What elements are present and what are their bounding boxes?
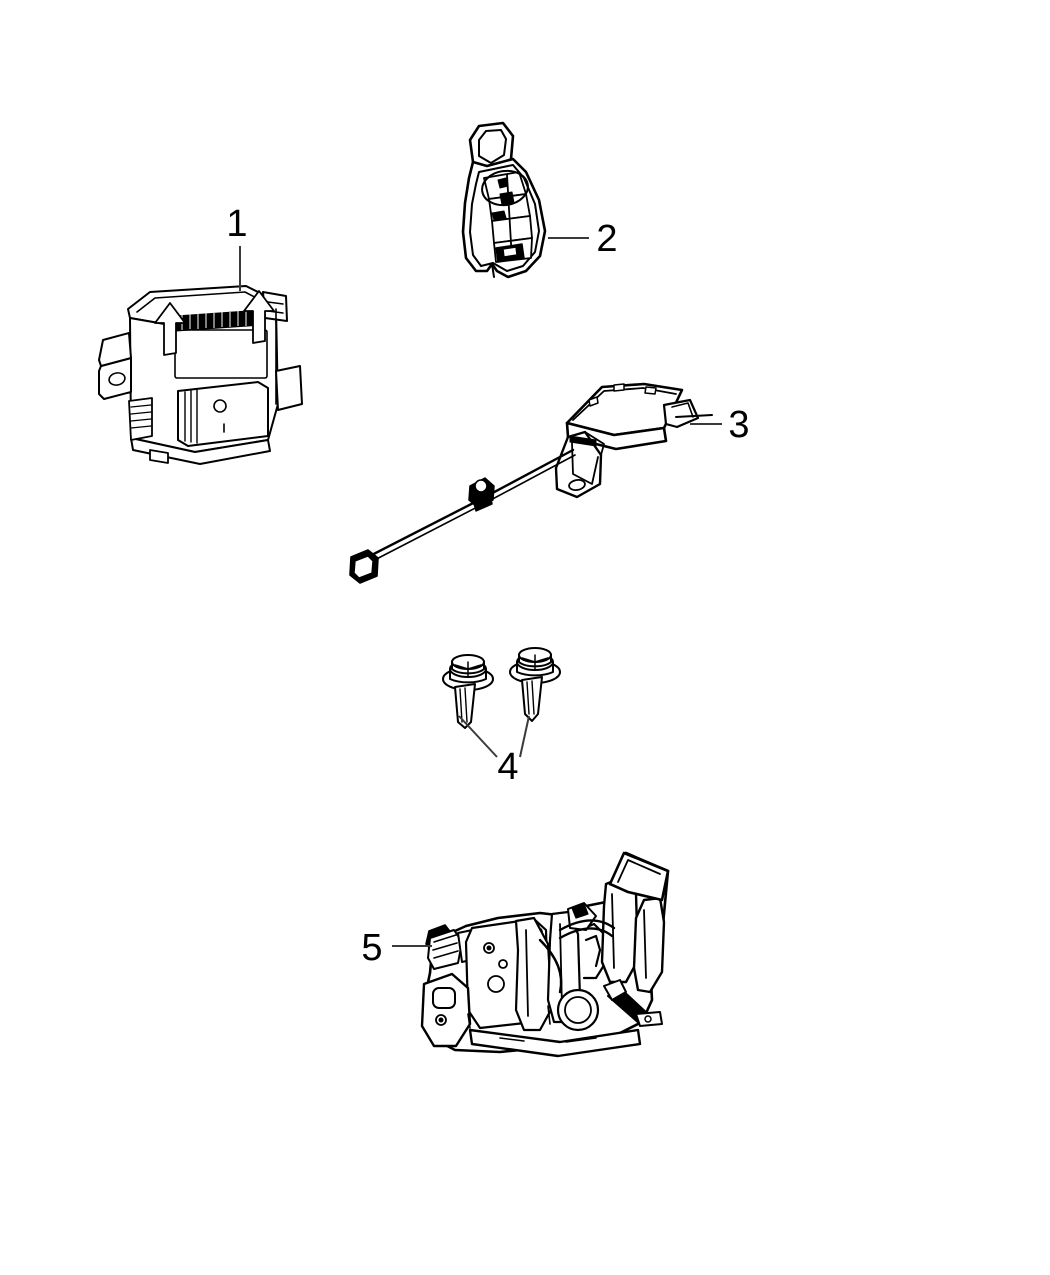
callout-3-number: 3	[728, 404, 749, 446]
mounting-screw-right	[509, 647, 561, 722]
callout-4-leader-left	[458, 715, 498, 758]
callout-1-number: 1	[226, 203, 247, 245]
cable-routing-clip	[468, 477, 495, 512]
callout-3: 3	[690, 404, 750, 446]
part-3-antenna-module-with-bracket[interactable]	[349, 382, 713, 584]
part-4-mounting-screws[interactable]	[442, 647, 561, 729]
part-5-door-latch-actuator-assembly[interactable]	[420, 851, 670, 1058]
part-2-remote-key-fob-transmitter[interactable]	[461, 121, 547, 279]
callout-4-number: 4	[497, 746, 518, 788]
callout-5-number: 5	[361, 927, 382, 969]
mounting-screw-left	[442, 654, 494, 729]
part-1-receiver-control-module[interactable]	[98, 285, 303, 465]
callout-1: 1	[226, 203, 248, 291]
callout-2-number: 2	[596, 218, 617, 260]
callout-5: 5	[361, 927, 432, 969]
callout-4: 4	[458, 715, 530, 788]
callout-2: 2	[548, 218, 618, 260]
cable-end-connector	[349, 549, 379, 584]
callout-4-leader-right	[519, 715, 530, 758]
